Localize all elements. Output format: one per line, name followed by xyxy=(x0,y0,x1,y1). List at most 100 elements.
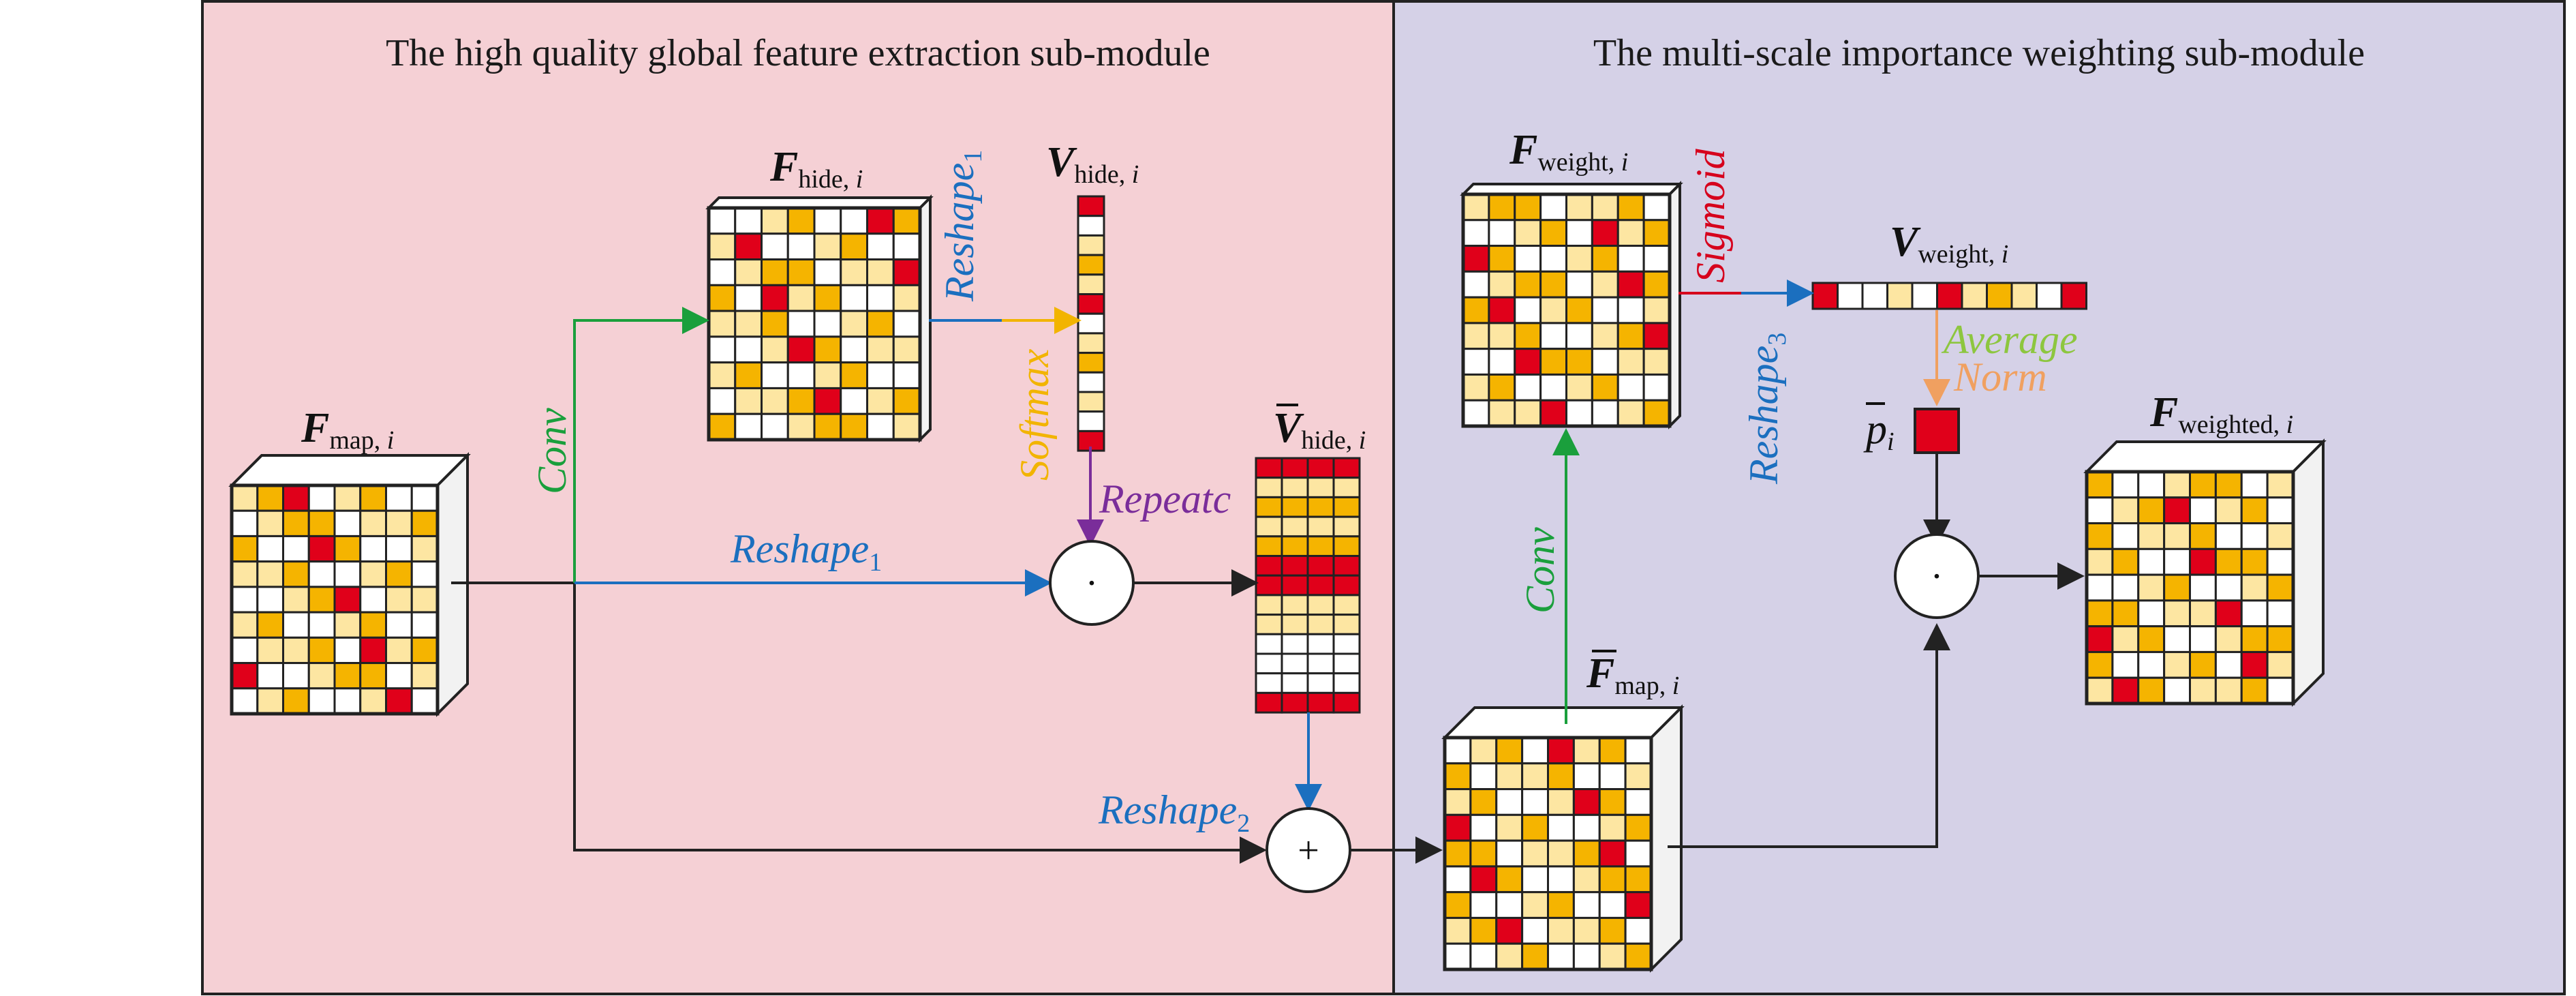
op-norm: Norm xyxy=(1953,354,2047,399)
grid-cell xyxy=(1306,672,1335,694)
grid-cell xyxy=(230,687,259,715)
grid-cell xyxy=(1521,813,1549,842)
grid-cell xyxy=(359,586,387,614)
grid-cell xyxy=(2266,625,2295,653)
grid-cell xyxy=(1462,373,1490,402)
grid-cell xyxy=(786,361,816,389)
grid-cell xyxy=(1521,736,1549,765)
grid-cell xyxy=(2240,650,2269,679)
grid-cell xyxy=(1306,633,1335,655)
grid-cell xyxy=(707,310,737,338)
grid-cell xyxy=(359,534,387,563)
cube-side-face xyxy=(436,452,469,717)
grid-cell xyxy=(1332,633,1361,655)
grid-cell xyxy=(1488,219,1516,247)
grid-cell xyxy=(1514,193,1542,222)
grid-cell xyxy=(410,534,439,563)
grid-cell xyxy=(385,484,413,512)
grid-cell xyxy=(2163,676,2191,705)
grid-cell xyxy=(1514,270,1542,299)
grid-cell xyxy=(1539,245,1567,273)
grid-cell xyxy=(1547,813,1575,842)
grid-cell xyxy=(359,662,387,690)
add-node xyxy=(1266,807,1351,893)
grid-cell xyxy=(1598,839,1627,868)
grid-cell xyxy=(1469,865,1498,894)
grid-cell xyxy=(840,284,868,312)
cube-top-face xyxy=(2083,440,2327,473)
grid-cell xyxy=(1591,245,1619,273)
grid-cell xyxy=(1332,477,1361,498)
grid-cell xyxy=(2189,522,2217,550)
grid-cell xyxy=(2111,522,2140,550)
grid-cell xyxy=(282,560,310,588)
grid-cell xyxy=(734,361,763,389)
grid-cell xyxy=(2266,676,2295,705)
grid-cell xyxy=(1462,296,1490,325)
grid-cell xyxy=(761,284,789,312)
grid-cell xyxy=(1469,891,1498,919)
op-conv-1: Conv xyxy=(530,408,574,494)
grid-cell xyxy=(1077,293,1105,315)
grid-cell xyxy=(385,611,413,639)
grid-cell xyxy=(2214,547,2243,576)
grid-cell xyxy=(840,310,868,338)
grid-cell xyxy=(1547,788,1575,816)
grid-cell xyxy=(1521,891,1549,919)
grid-cell xyxy=(1306,477,1335,498)
grid-cell xyxy=(1598,865,1627,894)
grid-cell xyxy=(2163,599,2191,628)
grid-cell xyxy=(2214,573,2243,602)
grid-cell xyxy=(256,636,284,665)
grid-cell xyxy=(333,560,362,588)
grid-cell xyxy=(307,484,336,512)
grid-cell xyxy=(813,258,842,286)
grid-cell xyxy=(1624,942,1653,971)
grid-cell xyxy=(1572,813,1601,842)
grid-cell xyxy=(840,335,868,364)
grid-cell xyxy=(761,335,789,364)
grid-cell xyxy=(1332,515,1361,538)
grid-cell xyxy=(1565,193,1593,222)
op-average: Average xyxy=(1941,317,2078,362)
grid-cell xyxy=(2137,650,2166,679)
grid-cell xyxy=(1332,574,1361,597)
v-hide-vector xyxy=(1077,195,1105,452)
block-front-border xyxy=(1461,192,1672,428)
grid-cell xyxy=(1469,788,1498,816)
grid-cell xyxy=(333,534,362,563)
grid-cell xyxy=(1281,496,1309,518)
grid-cell xyxy=(385,534,413,563)
grid-cell xyxy=(1565,373,1593,402)
grid-cell xyxy=(1572,839,1601,868)
cube-front-border xyxy=(1443,736,1653,971)
grid-cell xyxy=(734,387,763,415)
grid-cell xyxy=(359,687,387,715)
grid-cell xyxy=(1642,245,1671,273)
grid-cell xyxy=(1565,219,1593,247)
op-sigmoid: Sigmoid xyxy=(1688,148,1733,283)
grid-cell xyxy=(2163,650,2191,679)
grid-cell xyxy=(1598,813,1627,842)
grid-cell xyxy=(2085,547,2114,576)
grid-cell xyxy=(1547,891,1575,919)
grid-cell xyxy=(1642,193,1671,222)
grid-cell xyxy=(385,687,413,715)
grid-cell xyxy=(2085,496,2114,525)
grid-cell xyxy=(2137,599,2166,628)
grid-cell xyxy=(1488,245,1516,273)
grid-cell xyxy=(333,687,362,715)
grid-cell xyxy=(1591,270,1619,299)
grid-cell xyxy=(1539,348,1567,376)
grid-cell xyxy=(230,636,259,665)
grid-cell xyxy=(2214,650,2243,679)
grid-cell xyxy=(2163,547,2191,576)
grid-cell xyxy=(1521,942,1549,971)
grid-cell xyxy=(1591,219,1619,247)
grid-cell xyxy=(2214,676,2243,705)
grid-cell xyxy=(2085,650,2114,679)
grid-cell xyxy=(2111,573,2140,602)
grid-cell xyxy=(1281,614,1309,635)
left-panel-title: The high quality global feature extracti… xyxy=(386,32,1210,74)
grid-cell xyxy=(866,232,895,261)
